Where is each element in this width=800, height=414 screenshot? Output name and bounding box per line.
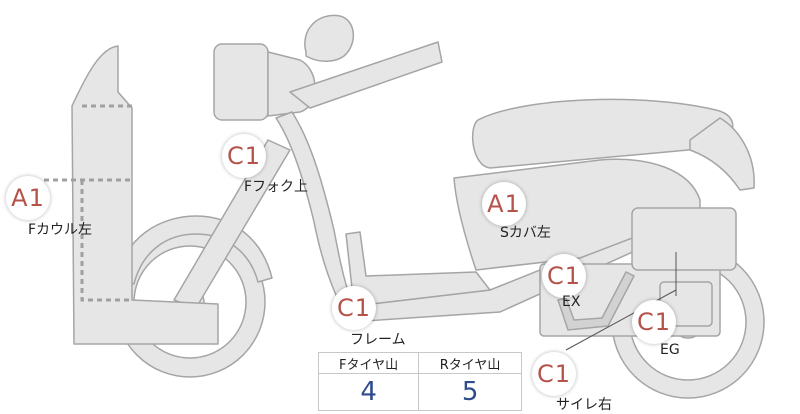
part-label-exhaust: EX <box>562 294 581 310</box>
seat <box>471 98 755 191</box>
part-label-engine: EG <box>660 342 680 358</box>
grade-marker-side-cover-left: A1 <box>482 182 526 226</box>
handlebar <box>289 41 443 109</box>
grade-marker-engine: C1 <box>632 300 676 344</box>
rear-tire-tread-value: 5 <box>418 373 522 411</box>
part-label-fork-upper: Fフォク上 <box>244 179 309 195</box>
grade-marker-cowl-left: A1 <box>6 176 50 220</box>
part-label-frame: フレーム <box>350 332 406 348</box>
grade-marker-frame: C1 <box>332 286 376 330</box>
front-cowl <box>44 45 219 345</box>
front-tire-tread-value: 4 <box>317 373 420 411</box>
rear-tire-tread-header: Rタイヤ山 <box>418 352 522 374</box>
part-label-cowl-left: Fカウル左 <box>28 222 93 238</box>
front-tire-tread-header: Fタイヤ山 <box>317 352 420 374</box>
grade-marker-exhaust: C1 <box>542 254 586 298</box>
headlight <box>213 43 316 121</box>
grade-marker-fork-upper: C1 <box>222 134 266 178</box>
part-label-muffler-right: サイレ右 <box>556 397 612 413</box>
tire-tread-table: Fタイヤ山 Rタイヤ山 4 5 <box>317 352 522 411</box>
part-label-side-cover-left: Sカバ左 <box>500 225 551 241</box>
grade-marker-muffler-right: C1 <box>532 352 576 396</box>
mirror <box>304 14 354 62</box>
